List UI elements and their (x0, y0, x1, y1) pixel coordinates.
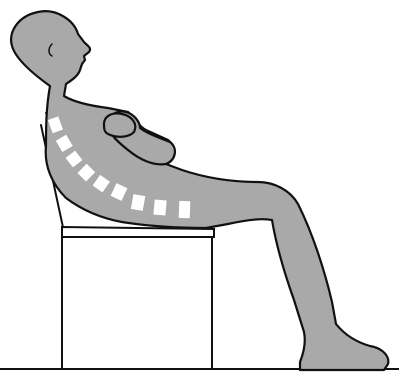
vertebra (131, 194, 145, 211)
vertebra (179, 201, 191, 218)
human-figure (11, 11, 388, 370)
chair-frame (62, 237, 212, 368)
hand (104, 113, 135, 136)
vertebra (153, 200, 166, 216)
